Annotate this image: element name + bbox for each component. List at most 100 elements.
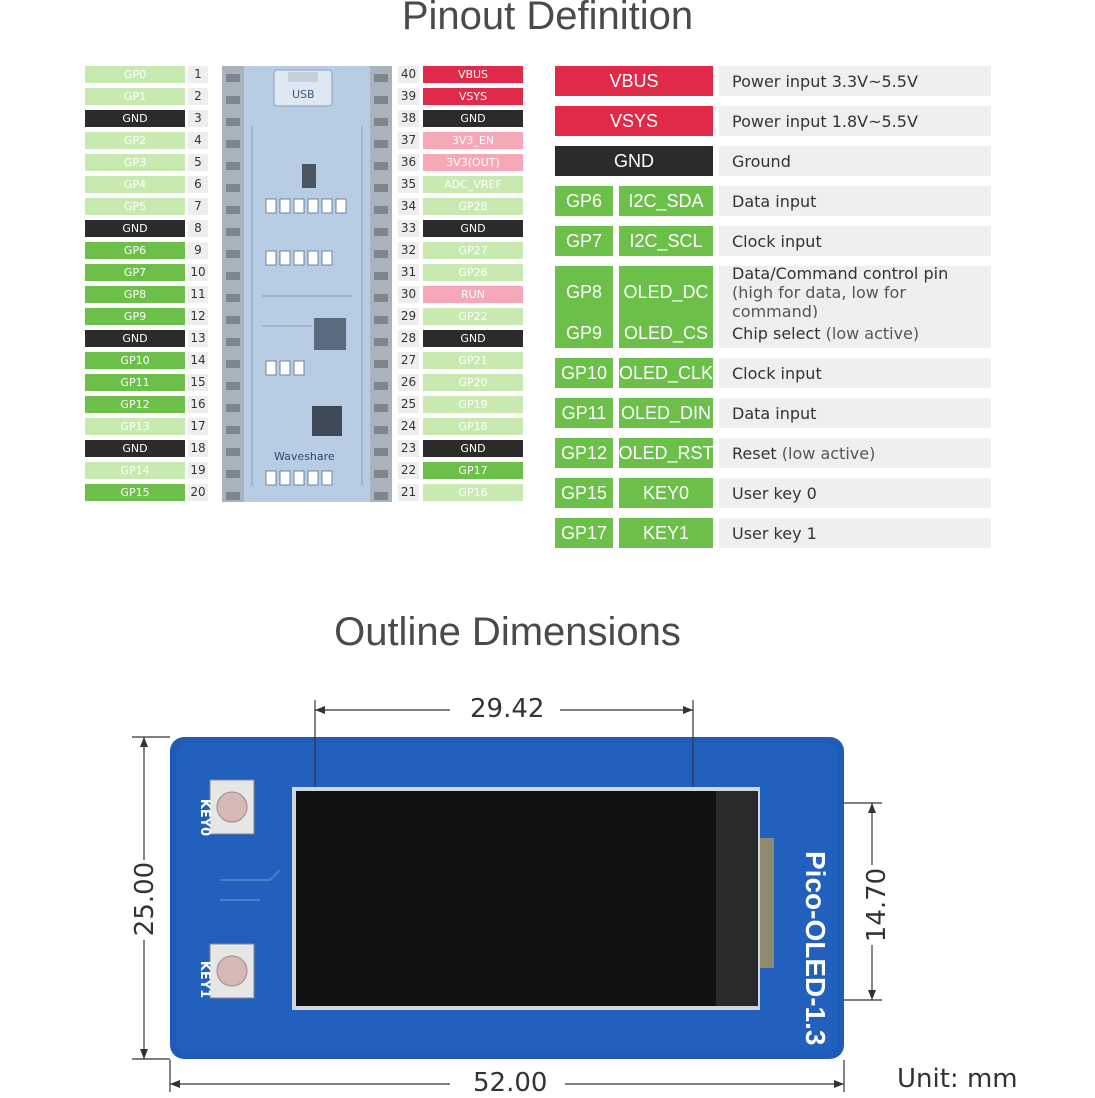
left-pin-number: 19 xyxy=(188,462,208,479)
left-pin-number: 6 xyxy=(188,176,208,193)
description-text: Ground xyxy=(732,152,991,171)
brand-label: Waveshare xyxy=(274,450,335,463)
screen-height-dim: 14.70 xyxy=(862,867,893,943)
description-text: Clock input xyxy=(732,364,991,383)
product-name: Pico-OLED-1.3 xyxy=(799,851,831,1045)
left-pin-number: 7 xyxy=(188,198,208,215)
pin-name-cell: VBUS xyxy=(555,66,713,96)
function-cell: OLED_DC xyxy=(619,266,713,318)
right-pin-label: GND xyxy=(423,220,523,237)
left-pin-label: GND xyxy=(85,220,185,237)
right-pin-label: GP17 xyxy=(423,462,523,479)
left-pin-number: 14 xyxy=(188,352,208,369)
left-pin-number: 2 xyxy=(188,88,208,105)
left-pin-label: GP12 xyxy=(85,396,185,413)
pico-board-image: USB Waveshare xyxy=(222,66,392,502)
description-text: Reset (low active) xyxy=(732,444,991,463)
usb-label: USB xyxy=(292,88,315,101)
total-height-dim: 25.00 xyxy=(130,861,161,937)
right-pin-number: 38 xyxy=(398,110,419,127)
description-cell: Data/Command control pin(high for data, … xyxy=(719,263,991,321)
left-pin-label: GP7 xyxy=(85,264,185,281)
right-pin-number: 27 xyxy=(398,352,419,369)
function-cell: OLED_CS xyxy=(619,318,713,348)
right-pin-number: 26 xyxy=(398,374,419,391)
left-pin-number: 3 xyxy=(188,110,208,127)
pinout-title: Pinout Definition xyxy=(401,0,694,38)
right-pin-label: GP26 xyxy=(423,264,523,281)
left-pin-label: GP2 xyxy=(85,132,185,149)
left-pin-number: 15 xyxy=(188,374,208,391)
right-pin-label: 3V3_EN xyxy=(423,132,523,149)
right-pin-label: GP19 xyxy=(423,396,523,413)
function-cell: KEY0 xyxy=(619,478,713,508)
description-main: Power input 1.8V~5.5V xyxy=(732,111,918,131)
left-pin-label: GP11 xyxy=(85,374,185,391)
left-pin-number: 8 xyxy=(188,220,208,237)
right-pin-label: GP27 xyxy=(423,242,523,259)
right-pin-label: ADC_VREF xyxy=(423,176,523,193)
right-pin-number: 23 xyxy=(398,440,419,457)
description-text: User key 1 xyxy=(732,524,991,543)
function-cell: OLED_DIN xyxy=(619,398,713,428)
left-pin-label: GP0 xyxy=(85,66,185,83)
function-cell: KEY1 xyxy=(619,518,713,548)
right-pin-label: GP28 xyxy=(423,198,523,215)
right-pin-number: 39 xyxy=(398,88,419,105)
left-pin-number: 5 xyxy=(188,154,208,171)
left-pin-number: 1 xyxy=(188,66,208,83)
description-note: (high for data, low for command) xyxy=(732,282,906,321)
gpio-cell: GP10 xyxy=(555,358,613,388)
description-cell: Reset (low active) xyxy=(719,438,991,468)
right-pin-label: VSYS xyxy=(423,88,523,105)
table-row: VBUS Power input 3.3V~5.5V xyxy=(555,66,991,96)
left-pin-number: 10 xyxy=(188,264,208,281)
right-pin-number: 30 xyxy=(398,286,419,303)
left-pin-label: GP1 xyxy=(85,88,185,105)
right-pin-number: 28 xyxy=(398,330,419,347)
gpio-cell: GP11 xyxy=(555,398,613,428)
table-row: GND Ground xyxy=(555,146,991,176)
right-pin-number: 24 xyxy=(398,418,419,435)
right-pin-label: GP18 xyxy=(423,418,523,435)
description-main: Chip select xyxy=(732,323,821,343)
left-pin-label: GND xyxy=(85,110,185,127)
right-pin-label: GND xyxy=(423,110,523,127)
left-pin-label: GP6 xyxy=(85,242,185,259)
left-pin-label: GP5 xyxy=(85,198,185,215)
left-pin-number: 17 xyxy=(188,418,208,435)
left-pin-label: GND xyxy=(85,440,185,457)
left-pin-number: 20 xyxy=(188,484,208,501)
function-cell: I2C_SDA xyxy=(619,186,713,216)
right-pin-number: 25 xyxy=(398,396,419,413)
right-pin-number: 36 xyxy=(398,154,419,171)
function-cell: I2C_SCL xyxy=(619,226,713,256)
left-pin-label: GP4 xyxy=(85,176,185,193)
description-main: Power input 3.3V~5.5V xyxy=(732,71,918,91)
right-pin-label: VBUS xyxy=(423,66,523,83)
pin-name-cell: GND xyxy=(555,146,713,176)
description-main: Data/Command control pin xyxy=(732,263,949,283)
right-pin-label: GP22 xyxy=(423,308,523,325)
gpio-cell: GP15 xyxy=(555,478,613,508)
right-pin-number: 34 xyxy=(398,198,419,215)
description-cell: Clock input xyxy=(719,226,991,256)
description-cell: Clock input xyxy=(719,358,991,388)
left-pin-number: 9 xyxy=(188,242,208,259)
left-pin-number: 18 xyxy=(188,440,208,457)
right-pin-label: GP20 xyxy=(423,374,523,391)
left-pin-label: GP13 xyxy=(85,418,185,435)
description-cell: Chip select (low active) xyxy=(719,318,991,348)
description-cell: Power input 1.8V~5.5V xyxy=(719,106,991,136)
